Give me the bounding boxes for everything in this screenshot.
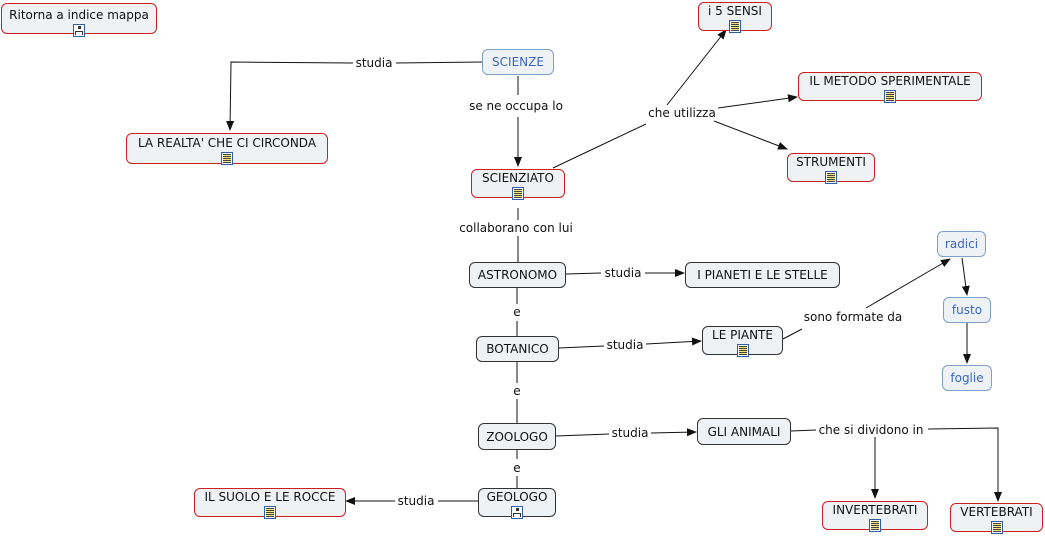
node-label: Ritorna a indice mappa [9,8,149,22]
link-label-studia-realta: studia [353,56,395,70]
node-label: SCIENZE [492,55,544,69]
document-icon[interactable] [264,506,276,519]
node-scienze[interactable]: SCIENZE [482,49,554,75]
node-label: ASTRONOMO [477,268,558,282]
link-label-e-1: e [511,305,523,319]
link-label-studia-suolo: studia [395,494,437,508]
node-label: LA REALTA' CHE CI CIRCONDA [137,136,317,150]
node-label: VERTEBRATI [960,505,1033,519]
node-label: ZOOLOGO [486,429,548,444]
node-le-piante[interactable]: LE PIANTE [702,326,783,357]
node-label: radici [944,237,979,251]
node-label: SCIENZIATO [482,171,554,185]
document-icon[interactable] [869,519,881,532]
document-icon[interactable] [825,171,837,184]
document-icon[interactable] [512,187,524,200]
node-botanico[interactable]: BOTANICO [476,336,559,362]
link-label-studia-animali: studia [609,426,651,440]
node-zoologo[interactable]: ZOOLOGO [478,423,556,450]
node-scienziato[interactable]: SCIENZIATO [471,169,565,200]
submap-icon[interactable] [73,24,85,37]
node-geologo[interactable]: GEOLOGO [478,488,556,519]
link-label-sono-formate: sono formate da [801,310,905,324]
node-label: INVERTEBRATI [832,503,918,517]
node-label: IL METODO SPERIMENTALE [809,74,971,88]
node-astronomo[interactable]: ASTRONOMO [469,262,566,288]
document-icon[interactable] [736,344,749,357]
node-realta-che-ci-circonda[interactable]: LA REALTA' CHE CI CIRCONDA [126,133,328,165]
node-fusto[interactable]: fusto [943,297,991,323]
document-icon[interactable] [221,152,233,165]
node-radici[interactable]: radici [937,231,986,257]
link-label-e-3: e [511,461,523,475]
link-label-studia-piante: studia [604,338,646,352]
node-label: GEOLOGO [486,490,548,504]
node-label: STRUMENTI [796,155,866,169]
node-pianeti-e-stelle[interactable]: I PIANETI E LE STELLE [685,262,840,288]
link-label-che-utilizza: che utilizza [646,106,718,120]
node-label: i 5 SENSI [708,4,762,18]
node-label: BOTANICO [486,342,549,356]
node-label: I PIANETI E LE STELLE [697,268,828,282]
node-label: foglie [950,371,984,385]
document-icon[interactable] [729,20,741,33]
node-label: GLI ANIMALI [707,424,781,439]
link-label-se-ne-occupa: se ne occupa lo [467,99,565,113]
node-label: LE PIANTE [712,328,773,342]
link-label-collaborano: collaborano con lui [457,221,575,235]
node-suolo-e-rocce[interactable]: IL SUOLO E LE ROCCE [194,488,346,519]
node-gli-animali[interactable]: GLI ANIMALI [697,418,791,445]
node-vertebrati[interactable]: VERTEBRATI [950,503,1043,534]
submap-icon[interactable] [511,506,523,519]
node-cinque-sensi[interactable]: i 5 SENSI [698,2,772,33]
node-invertebrati[interactable]: INVERTEBRATI [822,501,928,532]
node-metodo-sperimentale[interactable]: IL METODO SPERIMENTALE [798,72,982,103]
node-strumenti[interactable]: STRUMENTI [787,153,875,184]
node-foglie[interactable]: foglie [942,365,992,391]
link-label-si-dividono: che si dividono in [816,423,926,437]
document-icon[interactable] [884,90,896,103]
document-icon[interactable] [990,521,1003,534]
node-label: fusto [951,303,983,317]
node-ritorna-indice[interactable]: Ritorna a indice mappa [1,3,157,37]
link-label-e-2: e [511,384,523,398]
node-label: IL SUOLO E LE ROCCE [204,490,336,504]
link-label-studia-pianeti: studia [602,266,644,280]
